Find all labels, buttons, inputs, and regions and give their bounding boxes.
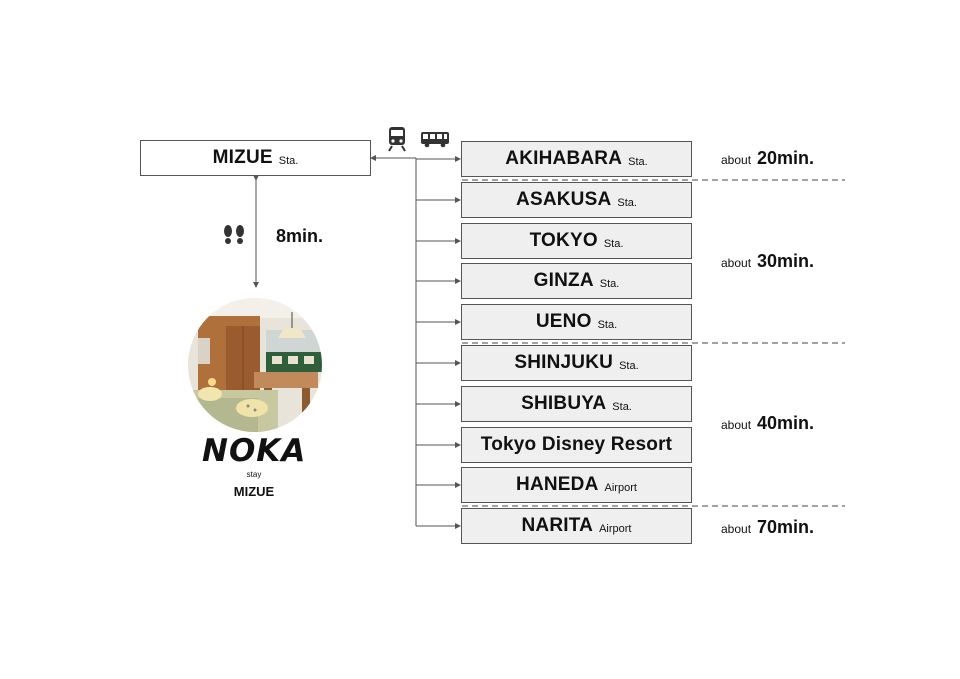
destination-box: ASAKUSA Sta. [461, 182, 692, 218]
hotel-room-photo [188, 298, 322, 432]
origin-name: MIZUE [212, 147, 273, 168]
destination-name: UENO [535, 311, 592, 332]
travel-time-value: 70min. [757, 517, 815, 537]
destination-suffix: Sta. [603, 237, 624, 250]
destination-box: UENO Sta. [461, 304, 692, 340]
destination-name: SHIBUYA [521, 393, 607, 414]
destination-suffix: Sta. [597, 318, 618, 331]
hotel-name: MIZUE [233, 484, 275, 499]
destination-suffix: Sta. [612, 400, 632, 413]
train-icon [388, 127, 406, 152]
hotel-logo-sub: stay [246, 470, 262, 479]
travel-time-label: about 40min. [721, 413, 814, 434]
travel-time-prefix: about [721, 522, 752, 536]
destination-box: SHIBUYA Sta. [461, 386, 692, 422]
travel-time-label: about 30min. [721, 251, 814, 272]
bus-icon [421, 132, 449, 148]
destination-name: HANEDA [516, 474, 599, 495]
footprints-icon [224, 225, 244, 244]
destination-suffix: Sta. [617, 196, 637, 209]
destination-box: HANEDA Airport [461, 467, 692, 503]
travel-time-prefix: about [721, 256, 752, 270]
destination-suffix: Airport [599, 522, 632, 535]
travel-time-label: about 20min. [721, 148, 814, 169]
travel-time-value: 20min. [757, 148, 815, 168]
origin-suffix: Sta. [278, 154, 299, 167]
destination-suffix: Sta. [619, 359, 639, 372]
destination-name: ASAKUSA [516, 189, 612, 210]
destination-box: SHINJUKU Sta. [461, 345, 692, 381]
destination-box: AKIHABARA Sta. [461, 141, 692, 177]
destination-box: GINZA Sta. [461, 263, 692, 299]
destination-name: GINZA [533, 270, 594, 291]
destination-suffix: Sta. [628, 155, 648, 168]
destination-name: NARITA [521, 515, 594, 536]
destination-name: TOKYO [529, 230, 598, 251]
destination-name: Tokyo Disney Resort [480, 434, 673, 455]
destination-suffix: Airport [604, 481, 637, 494]
travel-time-prefix: about [721, 153, 752, 167]
destination-box: TOKYO Sta. [461, 223, 692, 259]
destination-name: SHINJUKU [514, 352, 614, 373]
destination-box: Tokyo Disney Resort [461, 427, 692, 463]
travel-time-label: about 70min. [721, 517, 814, 538]
travel-time-value: 40min. [757, 413, 815, 433]
hotel-logo: NOKA [202, 433, 307, 469]
destination-suffix: Sta. [599, 277, 620, 290]
destination-name: AKIHABARA [505, 148, 623, 169]
travel-time-value: 30min. [757, 251, 815, 271]
walk-time: 8min. [276, 226, 324, 246]
travel-time-prefix: about [721, 418, 752, 432]
destination-box: NARITA Airport [461, 508, 692, 544]
origin-station-box: MIZUE Sta. [140, 140, 371, 176]
